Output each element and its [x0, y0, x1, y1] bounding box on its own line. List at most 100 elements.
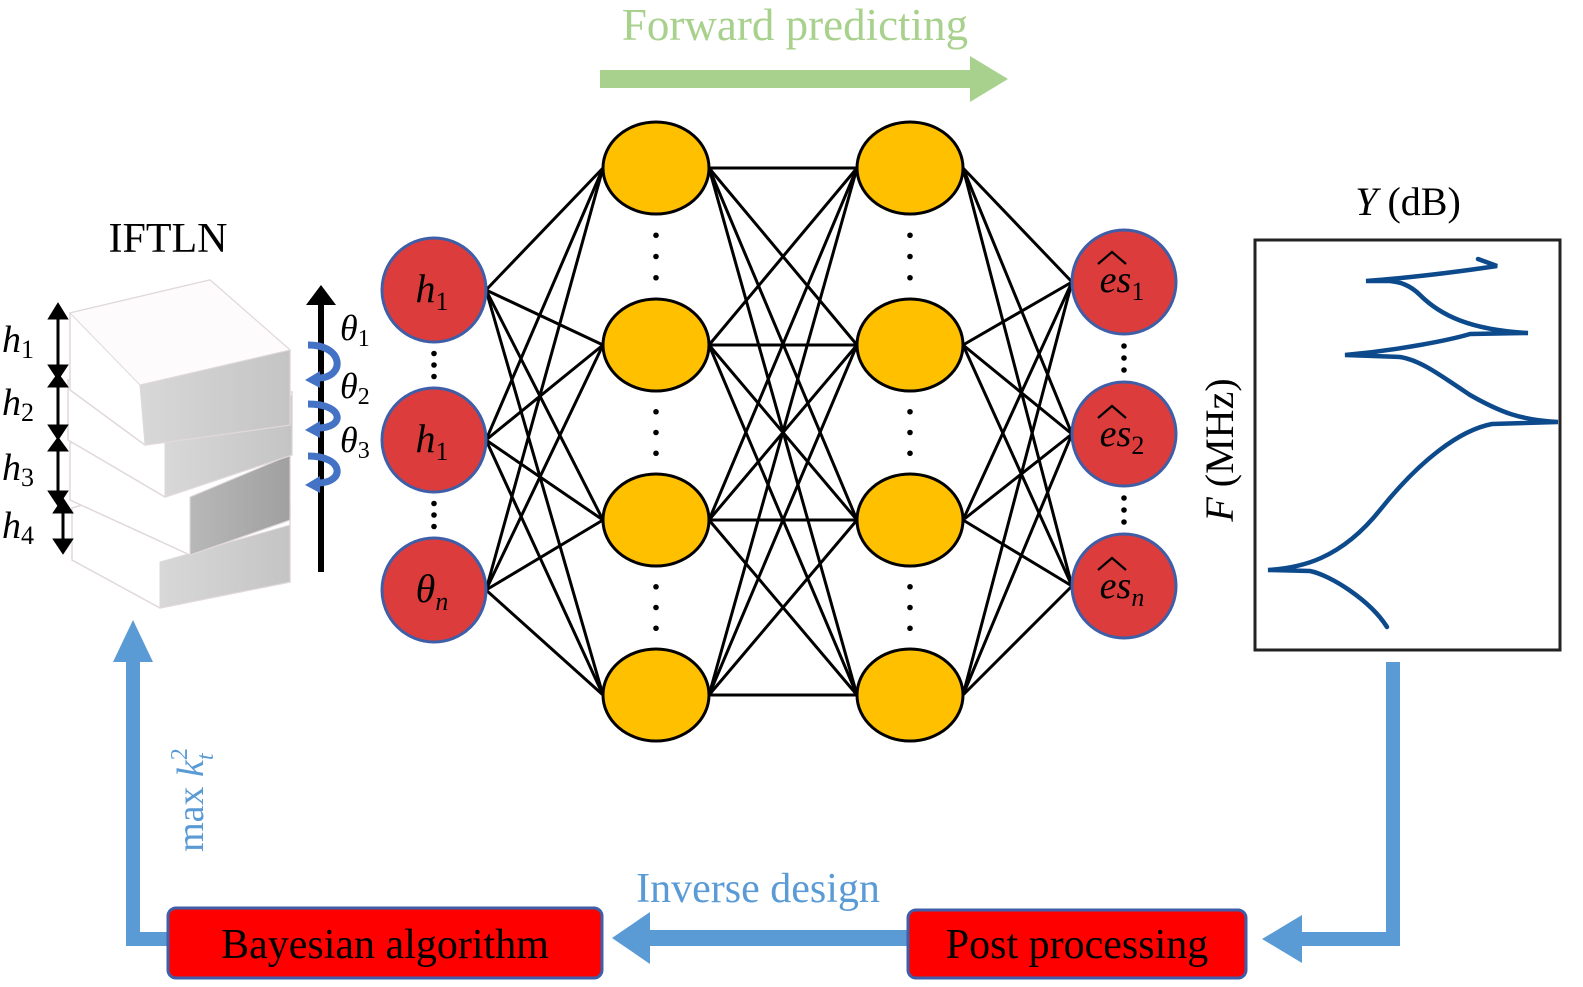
output-ellipsis-dot [1121, 495, 1127, 501]
input-node [380, 536, 488, 644]
network-connections [484, 166, 1074, 697]
edge-hidden1-hidden2 [707, 519, 859, 696]
hidden1-node [601, 472, 711, 568]
edge-input-hidden1 [484, 439, 605, 696]
edge-hidden2-output [961, 281, 1074, 696]
edge-hidden1-hidden2 [707, 167, 859, 696]
post-processing-label: Post processing [946, 922, 1209, 968]
layer-height-labels: h1 h2 h3 h4 [2, 319, 34, 550]
height-dimension-arrows [47, 302, 74, 555]
response-plot-frame [1253, 238, 1562, 652]
hidden2-ellipsis-dot [907, 604, 913, 611]
iftln-stack-illustration [67, 279, 293, 609]
response-curve [1267, 256, 1559, 630]
angle-labels: θ1 θ2 θ3 [340, 308, 370, 464]
edge-hidden2-output [961, 584, 1074, 697]
forward-arrow [600, 56, 1008, 102]
input-ellipsis-dot [431, 523, 437, 530]
hidden1-node [601, 297, 711, 393]
hidden1-ellipsis-dot [653, 429, 659, 436]
feedback-arrow-left-up [113, 620, 168, 946]
input-ellipsis-dot [431, 362, 437, 368]
layer-label-h4: h4 [2, 505, 34, 550]
edge-hidden2-output [961, 167, 1074, 587]
hidden1-ellipsis-dot [653, 625, 659, 632]
hidden2-node [855, 120, 965, 216]
edge-input-hidden1 [484, 166, 605, 292]
edge-input-hidden1 [484, 588, 605, 697]
input-node-label-3: θn [416, 566, 449, 616]
forward-predicting-label: Forward predicting [622, 0, 968, 50]
output-ellipsis-dot [1121, 519, 1127, 525]
edge-input-hidden1 [485, 518, 604, 592]
hidden2-ellipsis-dot [907, 253, 913, 260]
hidden1-ellipsis-dot [653, 232, 659, 239]
output-node-label-1: es1 [1100, 259, 1145, 306]
inverse-design-label: Inverse design [636, 866, 880, 912]
edge-hidden1-hidden2 [707, 344, 859, 696]
rotation-angle-arrows [305, 341, 341, 493]
output-ellipsis-dot [1121, 367, 1127, 373]
ellipsis-dots [431, 232, 1127, 632]
edge-hidden2-output [962, 280, 1073, 347]
hidden1-ellipsis-dot [653, 604, 659, 611]
layer-label-h2: h2 [2, 382, 34, 427]
angle-label-theta2: θ2 [340, 366, 370, 410]
output-node [1070, 228, 1178, 336]
post-processing-box: Post processing [906, 908, 1248, 980]
bayesian-algorithm-box: Bayesian algorithm [166, 906, 604, 980]
layer-label-h1: h1 [2, 319, 34, 364]
edge-input-hidden1 [485, 438, 604, 522]
structure-title: IFTLN [109, 216, 228, 262]
edge-hidden2-output [961, 167, 1074, 435]
edge-input-hidden1 [484, 344, 605, 591]
input-node-label-2: h1 [416, 416, 449, 466]
hidden1-ellipsis-dot [653, 450, 659, 457]
input-ellipsis-dot [431, 500, 437, 507]
inverse-design-arrow [612, 912, 910, 964]
edge-input-hidden1 [484, 167, 605, 591]
edge-hidden2-output [961, 433, 1074, 696]
output-ellipsis-dot [1121, 507, 1127, 513]
edge-input-hidden1 [484, 167, 605, 441]
objective-label: max k2t [167, 748, 219, 852]
edge-hidden2-output [962, 432, 1073, 522]
output-node [1070, 532, 1178, 640]
input-node [380, 236, 488, 344]
hidden1-ellipsis-dot [653, 274, 659, 281]
layer-label-h3: h3 [2, 447, 34, 492]
hidden2-ellipsis-dot [907, 408, 913, 415]
edge-input-hidden1 [484, 289, 605, 521]
input-ellipsis-dot [431, 373, 437, 380]
hidden2-node [855, 472, 965, 568]
output-node-labels: es1 es2 esn [1100, 259, 1145, 612]
output-node-label-2: es2 [1100, 413, 1145, 460]
plot-x-axis-label: F (MHz) [1197, 378, 1242, 522]
hidden2-ellipsis-dot [907, 274, 913, 281]
network-nodes [380, 120, 1178, 743]
edge-hidden2-output [962, 343, 1073, 436]
input-ellipsis-dot [431, 350, 437, 357]
edge-hidden1-hidden2 [707, 167, 859, 346]
hidden2-ellipsis-dot [907, 429, 913, 436]
output-ellipsis-dot [1121, 343, 1127, 349]
edge-hidden2-output [962, 518, 1073, 588]
edge-hidden2-output [961, 344, 1074, 587]
edge-hidden1-hidden2 [707, 167, 859, 521]
bayesian-algorithm-label: Bayesian algorithm [221, 922, 549, 968]
input-node [380, 386, 488, 494]
hidden1-ellipsis-dot [653, 408, 659, 415]
hidden1-node [601, 120, 711, 216]
hidden1-ellipsis-dot [653, 253, 659, 260]
hidden1-ellipsis-dot [653, 583, 659, 590]
edge-input-hidden1 [485, 288, 604, 347]
plot-y-axis-label: Y (dB) [1355, 179, 1461, 224]
hidden2-ellipsis-dot [907, 583, 913, 590]
edge-input-hidden1 [484, 289, 605, 696]
edge-hidden2-output [961, 166, 1074, 284]
hidden1-node [601, 647, 711, 743]
output-ellipsis-dot [1121, 355, 1127, 361]
hat-accents [1097, 250, 1127, 571]
angle-label-theta1: θ1 [340, 308, 370, 352]
